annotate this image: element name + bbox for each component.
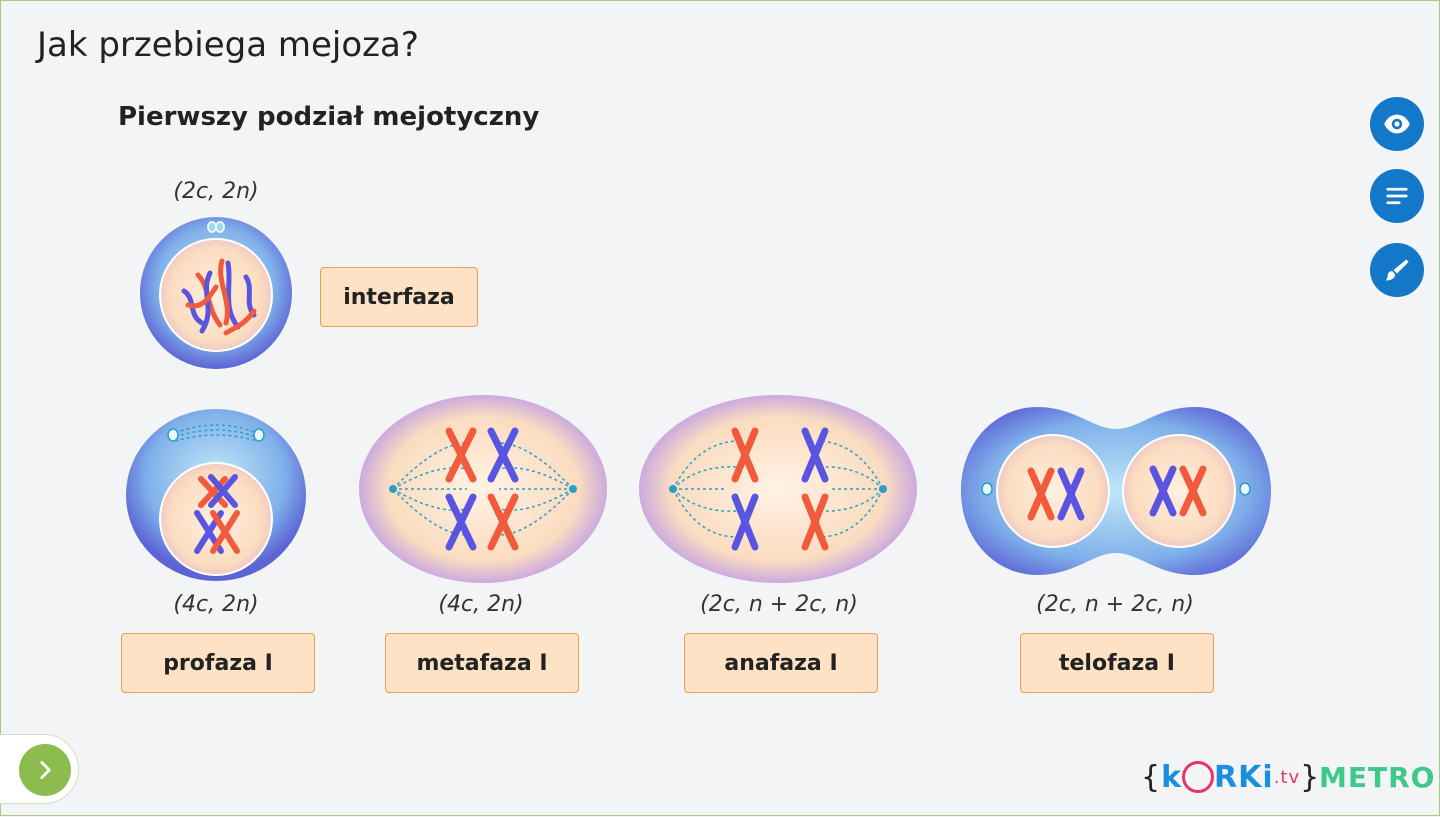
metro-logo: METRO <box>1319 760 1436 794</box>
metaphase-cell-illustration <box>359 395 607 583</box>
phase-button-metafaza[interactable]: metafaza I <box>385 633 579 693</box>
phase-button-telofaza[interactable]: telofaza I <box>1020 633 1214 693</box>
anaphase-cell-illustration <box>639 395 917 583</box>
next-slide-button[interactable] <box>19 744 71 796</box>
formula-interphase: (2c, 2n) <box>173 179 259 204</box>
eye-icon <box>1384 114 1410 134</box>
formula-prophase: (4c, 2n) <box>173 592 259 617</box>
brush-icon <box>1385 259 1409 281</box>
formula-telophase: (2c, n + 2c, n) <box>1036 592 1194 617</box>
phase-button-profaza[interactable]: profaza I <box>121 633 315 693</box>
phase-button-anafaza[interactable]: anafaza I <box>684 633 878 693</box>
chevron-right-icon <box>40 761 51 779</box>
phase-button-interfaza[interactable]: interfaza <box>320 267 478 327</box>
page-title: Jak przebiega mejoza? <box>37 25 419 65</box>
korki-tv-logo: {koRKi.tv} <box>1141 759 1321 795</box>
prophase-cell-illustration <box>126 409 306 581</box>
section-subtitle: Pierwszy podział mejotyczny <box>118 102 540 132</box>
formula-anaphase: (2c, n + 2c, n) <box>700 592 858 617</box>
telophase-cell-illustration <box>961 407 1271 575</box>
notes-icon <box>1386 187 1408 205</box>
interphase-cell-illustration <box>140 217 292 369</box>
formula-metaphase: (4c, 2n) <box>438 592 524 617</box>
eye-button[interactable] <box>1370 97 1424 151</box>
notes-button[interactable] <box>1370 169 1424 223</box>
brush-button[interactable] <box>1370 243 1424 297</box>
